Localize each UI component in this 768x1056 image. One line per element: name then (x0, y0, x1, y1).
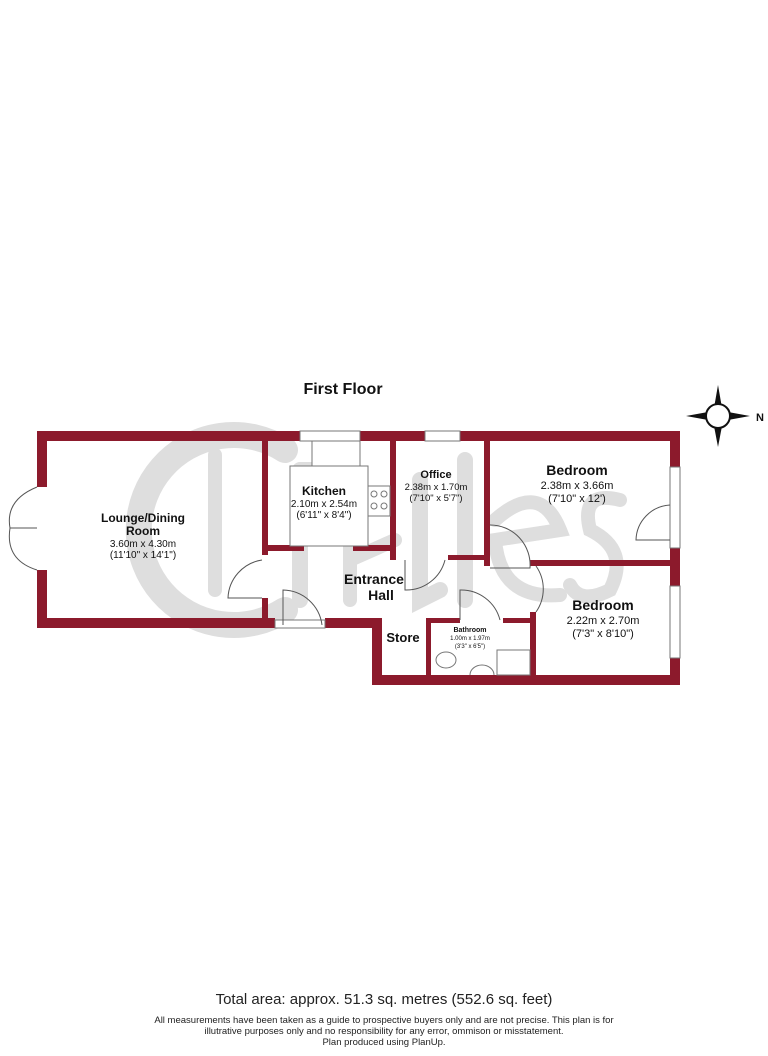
doors (8, 486, 671, 626)
svg-text:(11'10" x 14'1"): (11'10" x 14'1") (110, 550, 176, 561)
svg-text:2.38m x 1.70m: 2.38m x 1.70m (405, 482, 468, 493)
windows (274, 430, 681, 659)
disclaimer-line: illutrative purposes only and no respons… (204, 1026, 564, 1037)
svg-text:Bedroom: Bedroom (572, 597, 633, 613)
svg-text:Hall: Hall (368, 587, 394, 603)
room-entrance-hall: Entrance Hall (344, 571, 404, 603)
compass-label: N (756, 412, 764, 424)
walls (37, 431, 680, 685)
svg-text:Bathroom: Bathroom (453, 627, 486, 634)
room-lounge: Lounge/Dining Room 3.60m x 4.30m (11'10"… (101, 511, 185, 561)
bathroom-fixtures (435, 649, 531, 676)
svg-text:(7'3" x 8'10"): (7'3" x 8'10") (572, 628, 634, 640)
svg-text:2.38m x 3.66m: 2.38m x 3.66m (541, 480, 614, 492)
svg-text:2.10m x 2.54m: 2.10m x 2.54m (291, 499, 357, 510)
svg-text:Office: Office (420, 469, 451, 481)
svg-text:2.22m x 2.70m: 2.22m x 2.70m (567, 615, 640, 627)
disclaimer-line: Plan produced using PlanUp. (322, 1037, 446, 1048)
room-bedroom-2: Bedroom 2.22m x 2.70m (7'3" x 8'10") (567, 597, 640, 640)
disclaimer: All measurements have been taken as a gu… (0, 1015, 768, 1048)
svg-text:Kitchen: Kitchen (302, 484, 346, 498)
room-store: Store (386, 630, 419, 645)
room-bedroom-1: Bedroom 2.38m x 3.66m (7'10" x 12') (541, 462, 614, 505)
floor-title: First Floor (303, 381, 382, 398)
room-kitchen: Kitchen 2.10m x 2.54m (6'11" x 8'4") (291, 484, 357, 521)
svg-text:Lounge/Dining: Lounge/Dining (101, 511, 185, 525)
svg-text:Bedroom: Bedroom (546, 462, 607, 478)
svg-text:(6'11" x 8'4"): (6'11" x 8'4") (296, 510, 351, 521)
svg-text:3.60m x 4.30m: 3.60m x 4.30m (110, 539, 176, 550)
svg-text:(3'3" x 6'5"): (3'3" x 6'5") (455, 644, 485, 650)
svg-text:(7'10" x 5'7"): (7'10" x 5'7") (409, 493, 462, 504)
room-office: Office 2.38m x 1.70m (7'10" x 5'7") (405, 469, 468, 504)
compass-icon: N (686, 385, 764, 447)
svg-text:(7'10" x 12'): (7'10" x 12') (548, 493, 606, 505)
disclaimer-line: All measurements have been taken as a gu… (154, 1015, 614, 1026)
room-bathroom: Bathroom 1.00m x 1.97m (3'3" x 6'5") (450, 627, 490, 650)
svg-text:1.00m x 1.97m: 1.00m x 1.97m (450, 636, 490, 642)
total-area: Total area: approx. 51.3 sq. metres (552… (215, 991, 553, 1008)
svg-text:Room: Room (126, 524, 160, 538)
svg-text:Entrance: Entrance (344, 571, 404, 587)
kitchen-fixtures (289, 440, 391, 547)
